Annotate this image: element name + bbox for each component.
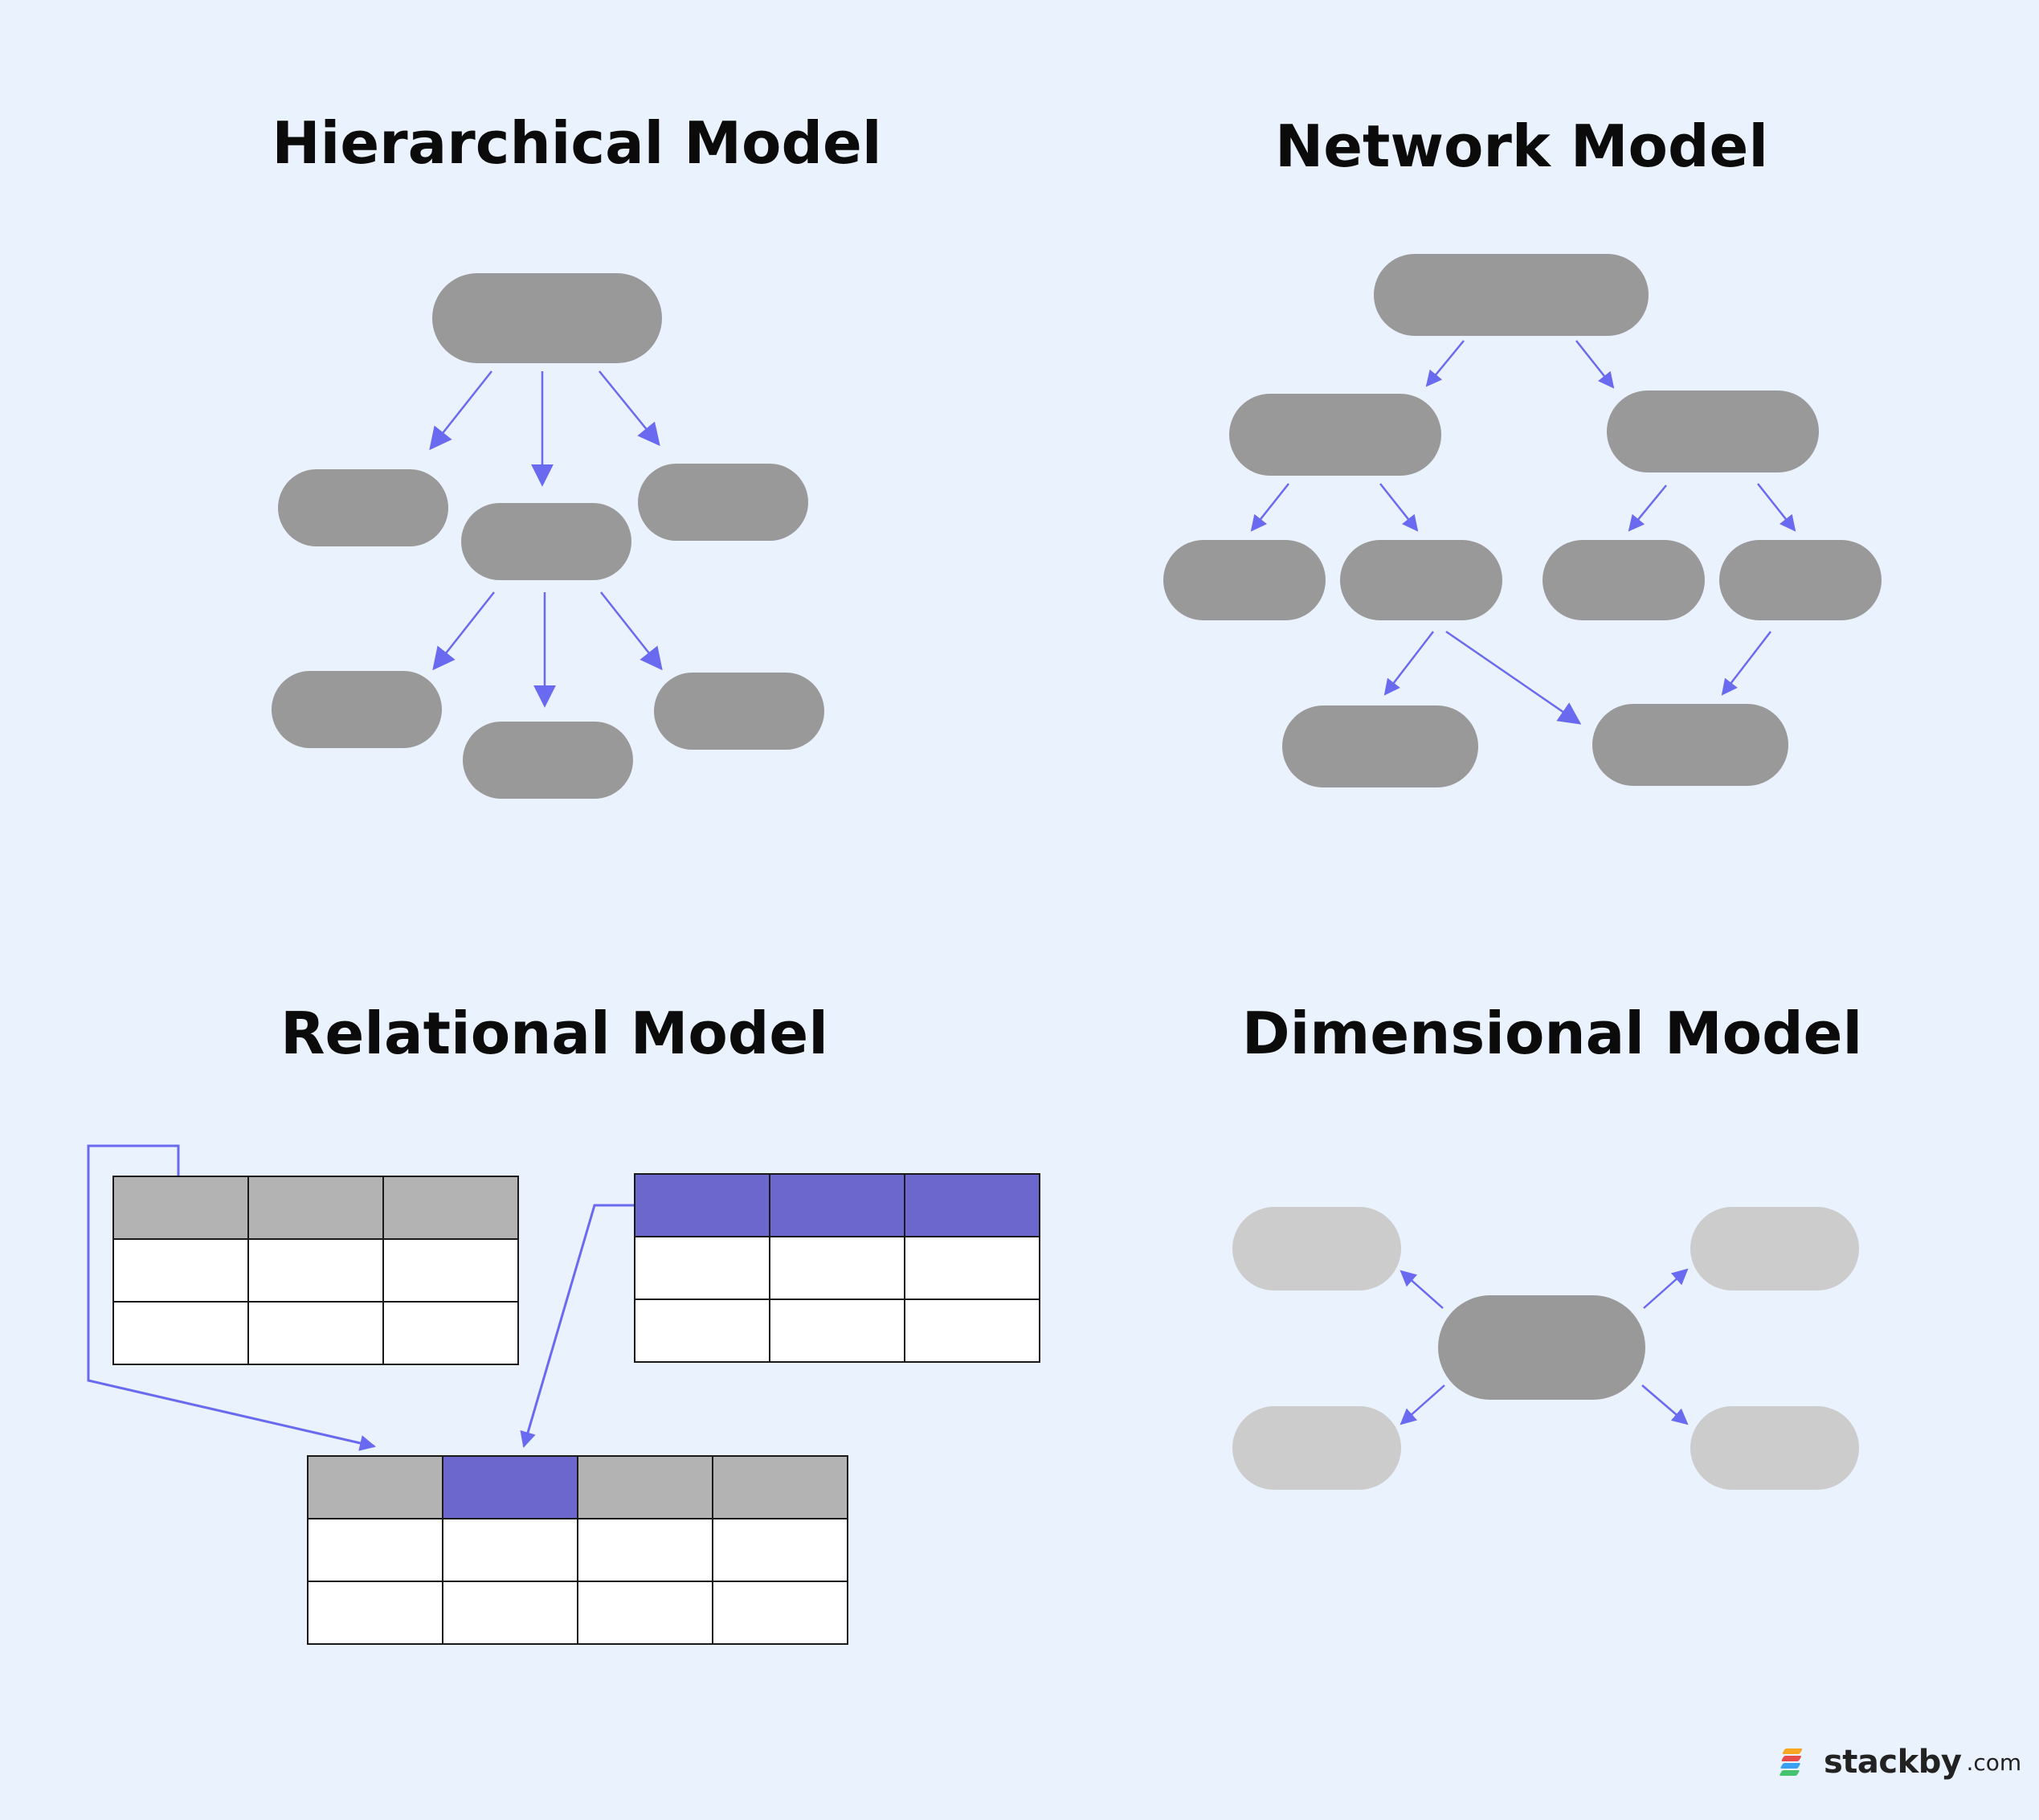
table-header-cell: [577, 1455, 713, 1519]
dimensional-edge: [1400, 1270, 1444, 1309]
table-header-row: [634, 1173, 1040, 1237]
network-edge: [1379, 483, 1419, 532]
dimensional-node-top-right: [1690, 1207, 1859, 1290]
table-cell: [307, 1581, 443, 1645]
hierarchical-node-middle: [461, 503, 631, 580]
dimensional-node-top-left: [1232, 1207, 1401, 1290]
brand-name: stackby: [1824, 1744, 1962, 1781]
hierarchical-model: [272, 273, 824, 799]
table-cell: [904, 1299, 1040, 1363]
hierarchical-leaf-right: [654, 673, 824, 750]
dimensional-model: [1232, 1207, 1859, 1490]
table-cell: [382, 1238, 519, 1303]
table-cell: [442, 1581, 578, 1645]
relational-table-joined: [307, 1455, 848, 1645]
table-cell: [307, 1518, 443, 1582]
table-header-cell: [712, 1455, 848, 1519]
network-node: [1340, 540, 1502, 620]
relational-model-title: Relational Model: [280, 1000, 828, 1067]
hierarchical-root-node: [432, 273, 662, 363]
table-header-cell: [247, 1176, 384, 1240]
table-cell: [634, 1299, 770, 1363]
dimensional-edge: [1641, 1384, 1689, 1425]
table-cell: [247, 1238, 384, 1303]
network-leaf-left: [1282, 706, 1478, 787]
table-cell: [247, 1301, 384, 1365]
network-node-right: [1607, 391, 1819, 472]
network-edge: [1575, 340, 1615, 389]
table-cell: [382, 1301, 519, 1365]
network-edge: [1628, 485, 1667, 532]
brand: stackby.com: [1779, 1744, 2021, 1781]
table-row: [307, 1518, 848, 1582]
network-root-node: [1374, 254, 1649, 336]
table-header-cell: [307, 1455, 443, 1519]
table-cell: [769, 1236, 905, 1300]
relational-connectors: [87, 1144, 635, 1451]
network-node-left: [1229, 394, 1441, 476]
table-header-row: [307, 1455, 848, 1519]
table-header-cell: [112, 1176, 249, 1240]
table-cell: [634, 1236, 770, 1300]
hierarchical-leaf-left: [272, 671, 442, 748]
relational-link-left: [87, 1144, 376, 1451]
table-row: [112, 1301, 519, 1365]
table-cell: [442, 1518, 578, 1582]
network-leaf-right: [1592, 704, 1788, 786]
hierarchical-leaf-middle: [463, 722, 633, 799]
network-edge: [1383, 631, 1434, 696]
table-cell: [904, 1236, 1040, 1300]
table-row: [634, 1236, 1040, 1300]
network-edge: [1250, 483, 1289, 532]
table-cell: [577, 1581, 713, 1645]
network-model-title: Network Model: [1274, 112, 1769, 180]
dimensional-edge: [1400, 1384, 1445, 1425]
table-row: [634, 1299, 1040, 1363]
relational-table-purple: [634, 1173, 1040, 1363]
network-model: [1163, 254, 1882, 787]
hierarchical-model-title: Hierarchical Model: [272, 109, 882, 177]
dimensional-node-bottom-right: [1690, 1406, 1859, 1490]
hierarchical-edge: [432, 591, 495, 671]
table-header-cell: [769, 1173, 905, 1237]
table-cell: [712, 1581, 848, 1645]
dimensional-node-bottom-left: [1232, 1406, 1401, 1490]
table-cell: [112, 1238, 249, 1303]
hierarchical-node-right: [638, 464, 808, 541]
network-edge: [1445, 630, 1582, 725]
hierarchical-node-left: [278, 469, 448, 546]
table-header-row: [112, 1176, 519, 1240]
table-row: [307, 1581, 848, 1645]
table-row: [112, 1238, 519, 1303]
hierarchical-edge: [429, 370, 492, 451]
network-edge: [1757, 483, 1796, 532]
table-cell: [712, 1518, 848, 1582]
stackby-logo-icon: [1780, 1748, 1803, 1776]
dimensional-fact-node: [1438, 1295, 1645, 1400]
network-edge: [1425, 340, 1465, 387]
table-cell: [769, 1299, 905, 1363]
table-header-cell: [382, 1176, 519, 1240]
table-cell: [577, 1518, 713, 1582]
relational-table-gray: [112, 1176, 519, 1365]
dimensional-model-title: Dimensional Model: [1241, 1000, 1863, 1067]
brand-tld: .com: [1966, 1748, 2022, 1776]
table-header-cell-foreign-key: [442, 1455, 578, 1519]
network-node: [1719, 540, 1882, 620]
network-node: [1163, 540, 1326, 620]
table-cell: [112, 1301, 249, 1365]
hierarchical-edge: [599, 370, 660, 447]
dimensional-edge: [1643, 1268, 1689, 1309]
hierarchical-edge: [600, 591, 663, 671]
network-edge: [1721, 631, 1771, 696]
table-header-cell: [904, 1173, 1040, 1237]
table-header-cell: [634, 1173, 770, 1237]
network-node: [1543, 540, 1705, 620]
relational-link-right: [520, 1204, 635, 1448]
